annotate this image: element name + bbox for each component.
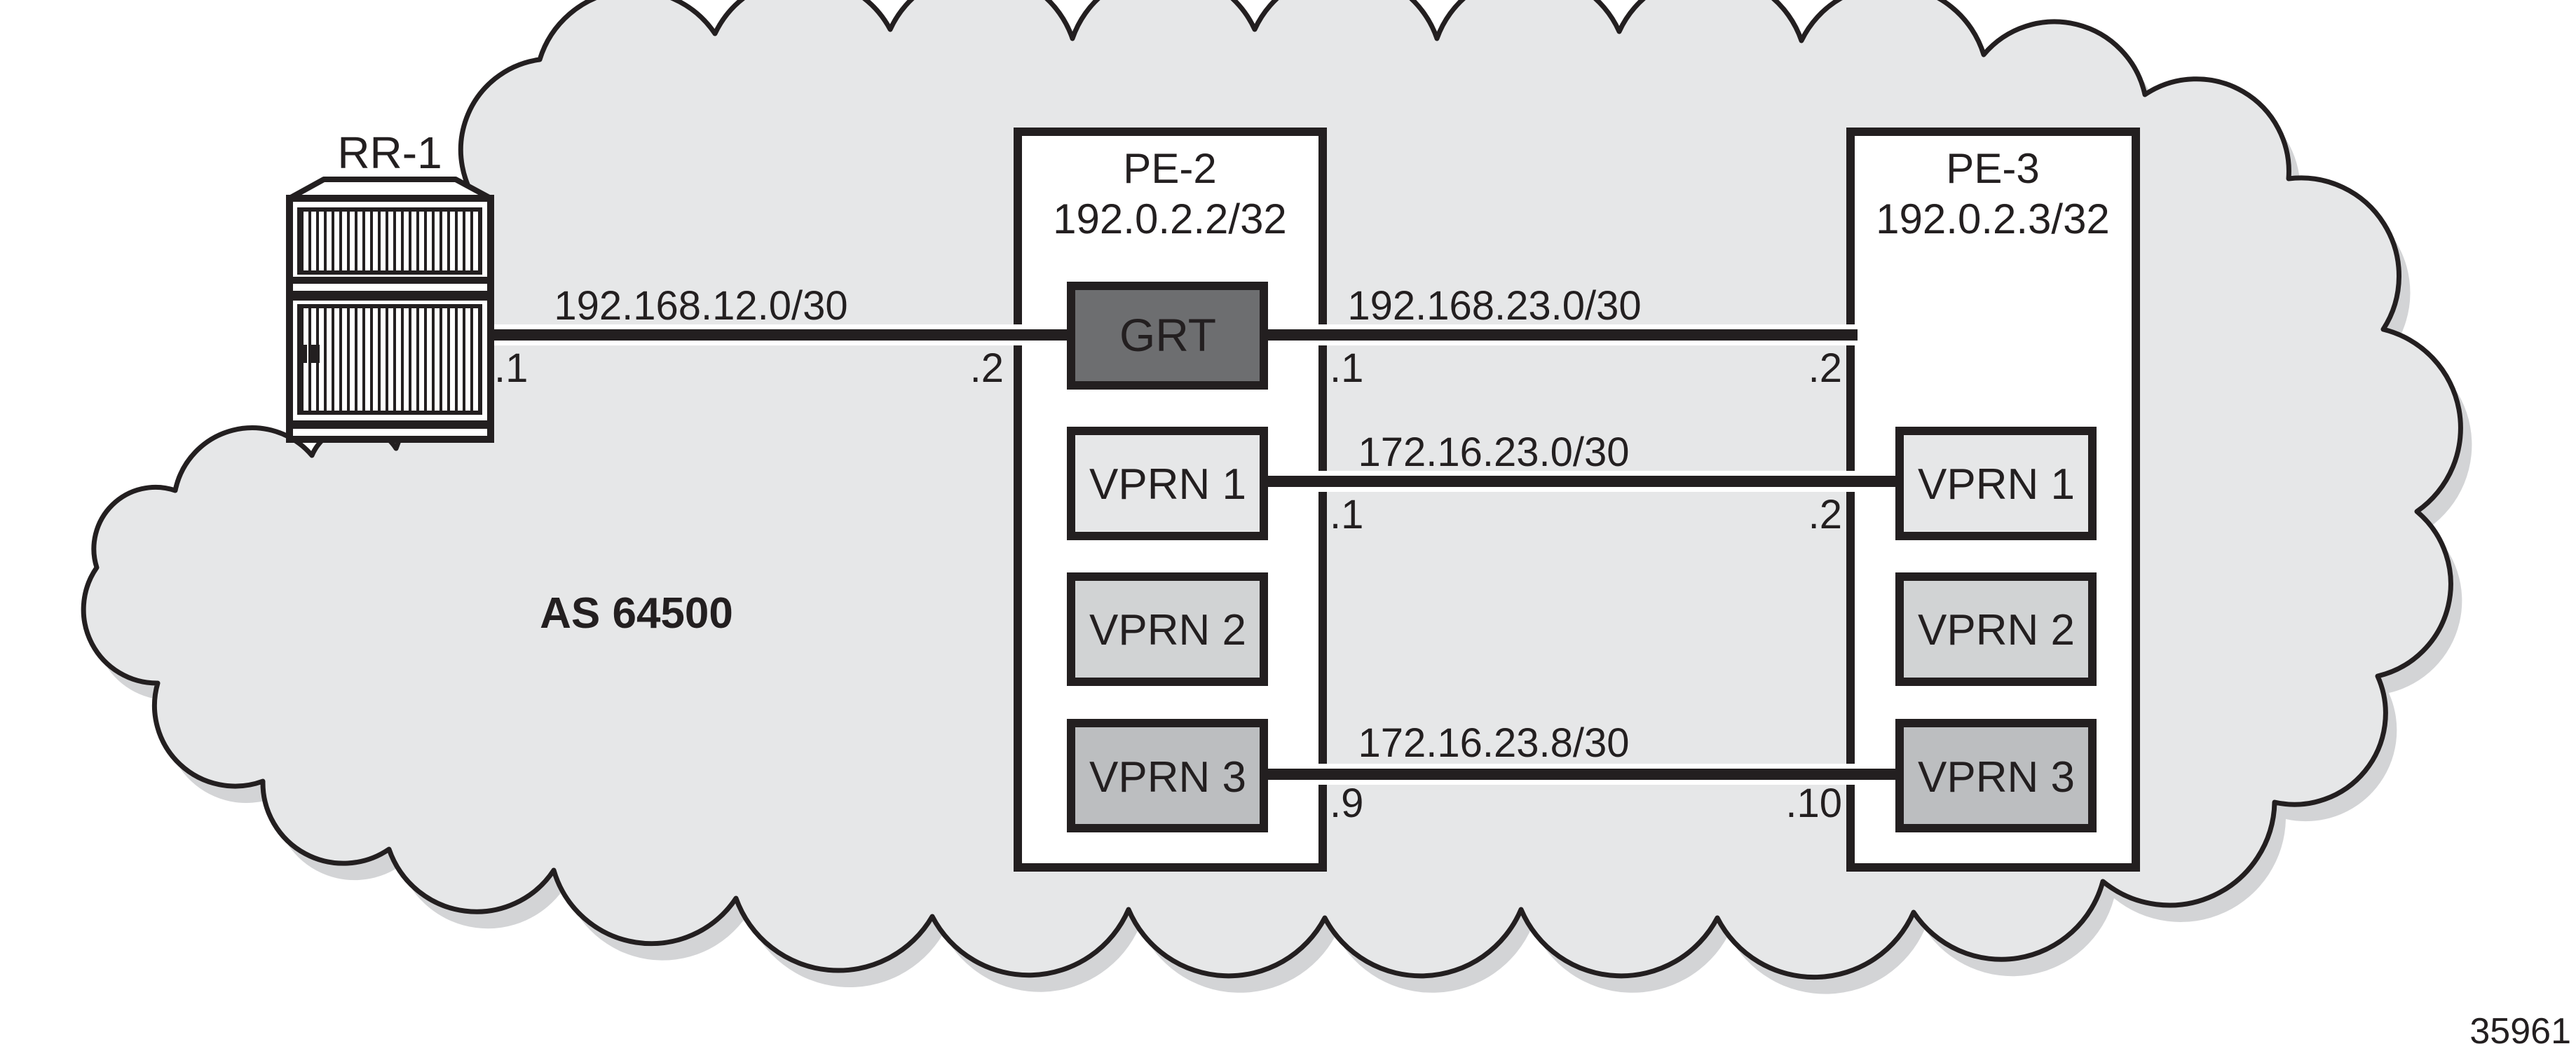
pe2-vprn1-box [1067,427,1268,540]
rr1-label: RR-1 [337,128,442,178]
router-slats-bottom [297,304,482,415]
pe2-vprn1-label: VPRN 1 [1089,460,1246,509]
pe2-vprn2-box [1067,572,1268,686]
pe3-vprn3-box [1895,719,2097,832]
link1-left-ip: .1 [494,345,528,391]
pe3-vprn1-label: VPRN 1 [1918,460,2075,509]
router-band-bottom [289,420,491,429]
pe2-vprn3-label: VPRN 3 [1089,753,1246,802]
router-band-1 [289,277,491,284]
pe3-vprn2-label: VPRN 2 [1918,606,2075,654]
pe2-grt-box [1067,282,1268,390]
link3-right-ip: .2 [1808,492,1842,537]
pe2-grt-label: GRT [1119,309,1216,361]
link3-subnet: 172.16.23.0/30 [1358,430,1629,475]
router-band-2 [289,291,491,301]
as-label: AS 64500 [540,589,733,638]
link4-left-ip: .9 [1330,781,1363,826]
link1-right-ip: .2 [970,345,1004,391]
link3-left-ip: .1 [1330,492,1363,537]
pe2-vprn2-label: VPRN 2 [1089,606,1246,654]
pe2-vprn3-box [1067,719,1268,832]
router-handle-b [311,345,320,363]
link2-subnet: 192.168.23.0/30 [1347,283,1641,329]
pe3-vprn3-label: VPRN 3 [1918,753,2075,802]
rr1-router-icon [286,177,494,443]
pe3-vprn1-box [1895,427,2097,540]
link4-right-ip: .10 [1785,781,1842,826]
link2-right-ip: .2 [1808,345,1842,391]
router-slats-top [297,207,482,275]
router-handle-a [301,345,307,363]
pe3-name: PE-3 [1946,145,2039,192]
pe2-loopback: 192.0.2.2/32 [1053,195,1287,242]
link1-subnet: 192.168.12.0/30 [554,283,847,329]
pe3-vprn2-box [1895,572,2097,686]
pe3-loopback: 192.0.2.3/32 [1876,195,2110,242]
link2-left-ip: .1 [1330,345,1363,391]
pe2-name: PE-2 [1123,145,1216,192]
link4-subnet: 172.16.23.8/30 [1358,720,1629,766]
figure-number: 35961 [2469,1011,2571,1051]
